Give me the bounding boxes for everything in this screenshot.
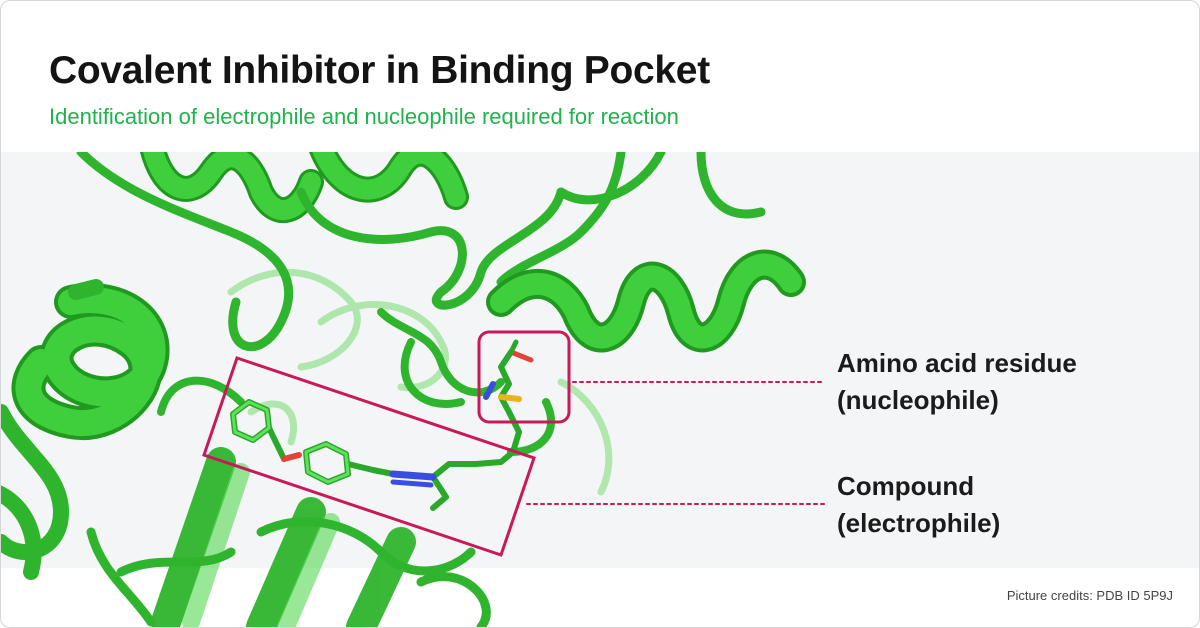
picture-credit: Picture credits: PDB ID 5P9J [1006,588,1173,603]
residue-annotation-line2: (nucleophile) [837,385,999,415]
residue-annotation: Amino acid residue (nucleophile) [837,345,1077,419]
page-title: Covalent Inhibitor in Binding Pocket [49,49,710,92]
compound-annotation-line2: (electrophile) [837,508,1001,538]
page-subtitle: Identification of electrophile and nucle… [49,104,679,129]
compound-annotation-line1: Compound [837,471,975,501]
residue-annotation-line1: Amino acid residue [837,348,1077,378]
compound-annotation: Compound (electrophile) [837,468,1000,542]
protein-structure-image [1,152,826,627]
